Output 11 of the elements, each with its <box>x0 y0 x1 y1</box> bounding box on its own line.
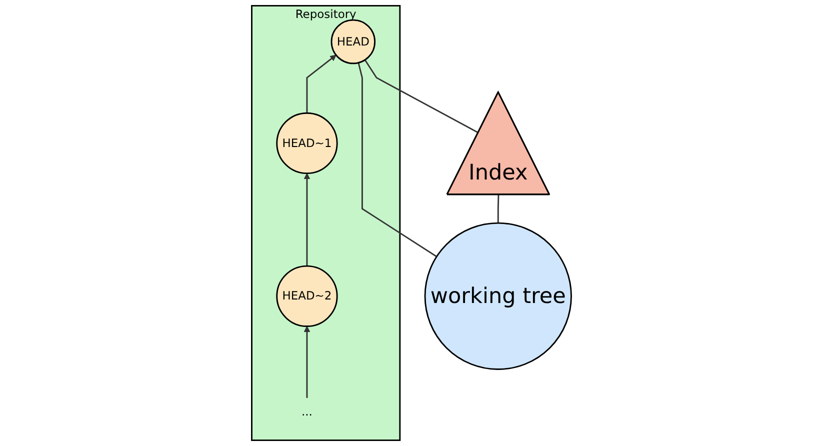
arrow <box>306 54 336 114</box>
node-circle: HEAD~2 <box>276 265 338 327</box>
arrow <box>304 173 310 266</box>
node-circle: HEAD~1 <box>276 112 338 174</box>
connector <box>497 194 500 224</box>
connector <box>364 60 479 134</box>
node-text: ... <box>302 404 312 418</box>
connector <box>358 62 438 258</box>
node-circle: working tree <box>424 222 572 370</box>
arrow <box>304 326 310 398</box>
node-circle: HEAD <box>330 19 376 64</box>
